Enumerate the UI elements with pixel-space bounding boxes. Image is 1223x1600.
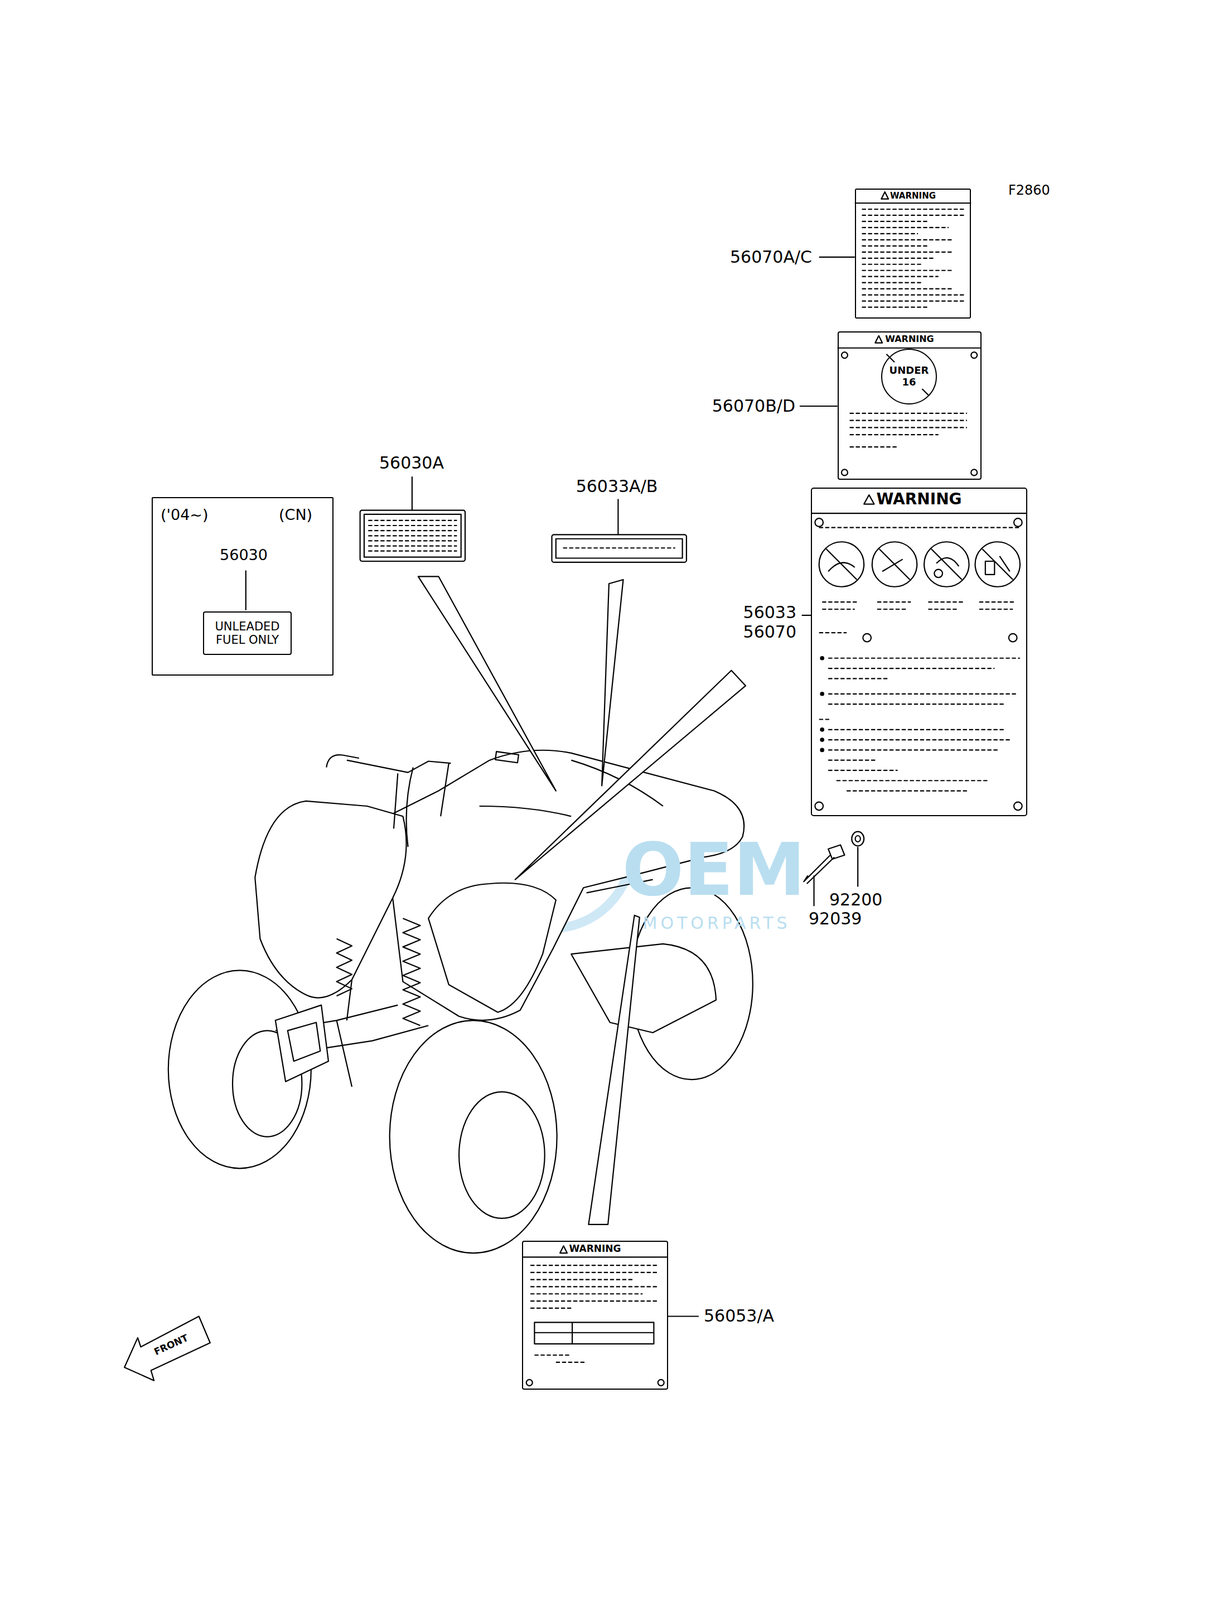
age-symbol: UNDER 16: [881, 348, 937, 405]
warning-heading: WARNING: [838, 334, 981, 345]
figure-code: F2860: [1008, 182, 1051, 199]
callout-number: 92039: [808, 909, 862, 929]
node-text: (CN): [278, 505, 313, 524]
callout-number: 56070A/C: [730, 247, 812, 268]
warning-label: WARNING: [810, 487, 1028, 816]
callout-number: 56070: [743, 622, 797, 642]
fuel-label: UNLEADED FUEL ONLY: [202, 611, 292, 655]
callout-number: 56030A: [379, 453, 444, 473]
callout-number: 92200: [829, 890, 883, 910]
watermark: MOTORPARTS: [642, 913, 791, 934]
callout-number: 56033: [743, 602, 797, 623]
callout-number: 56053/A: [703, 1306, 775, 1326]
node-text: 56030: [219, 545, 268, 564]
warning-heading: WARNING: [811, 490, 1027, 509]
warning-label: WARNING: [854, 188, 971, 319]
callout-number: 56033A/B: [576, 476, 659, 497]
warning-heading: WARNING: [523, 1243, 667, 1255]
warning-label: WARNING: [521, 1240, 669, 1390]
node-text: UNDER 16: [886, 364, 932, 388]
watermark: OEM: [622, 828, 806, 912]
warning-heading: WARNING: [856, 191, 970, 201]
inset-box: ('04~) (CN) 56030UNLEADED FUEL ONLY: [151, 496, 334, 676]
warning-label: WARNING UNDER 16: [837, 331, 982, 480]
node-text: ('04~): [160, 505, 209, 524]
node-text: UNLEADED FUEL ONLY: [206, 619, 289, 647]
callout-number: 56070B/D: [712, 396, 796, 417]
